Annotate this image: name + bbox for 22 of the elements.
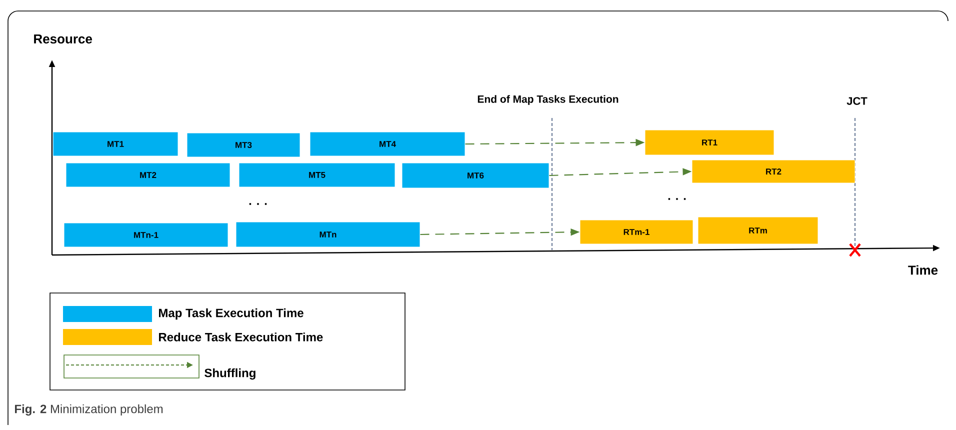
task-bar: RTm [698, 216, 818, 244]
task-bar: MT1 [52, 132, 178, 156]
task-bar: MT4 [310, 132, 466, 156]
task-bar: MT6 [402, 162, 550, 188]
task-bar: MT2 [66, 162, 230, 188]
marker-label: End of Map Tasks Execution [478, 95, 618, 105]
axis-label: Time [908, 265, 938, 275]
axis-label: Resource [34, 34, 92, 44]
ellipsis: . . . [668, 198, 686, 200]
task-bar: RTm-1 [580, 220, 694, 244]
task-bar: RT2 [692, 160, 856, 184]
legend-text: Shuffling [204, 368, 256, 380]
task-bar: MTn [236, 222, 420, 248]
marker-label: JCT [846, 97, 868, 105]
legend-text: Map Task Execution Time [159, 308, 304, 320]
task-bar: RT1 [644, 130, 774, 156]
figure-caption: Fig. 2 Minimization problem [15, 404, 163, 416]
ellipsis: . . . [249, 203, 267, 205]
task-bar: MTn-1 [64, 222, 228, 248]
task-bar: MT3 [186, 132, 300, 158]
legend-text: Reduce Task Execution Time [159, 332, 323, 342]
task-bar: MT5 [238, 162, 396, 188]
